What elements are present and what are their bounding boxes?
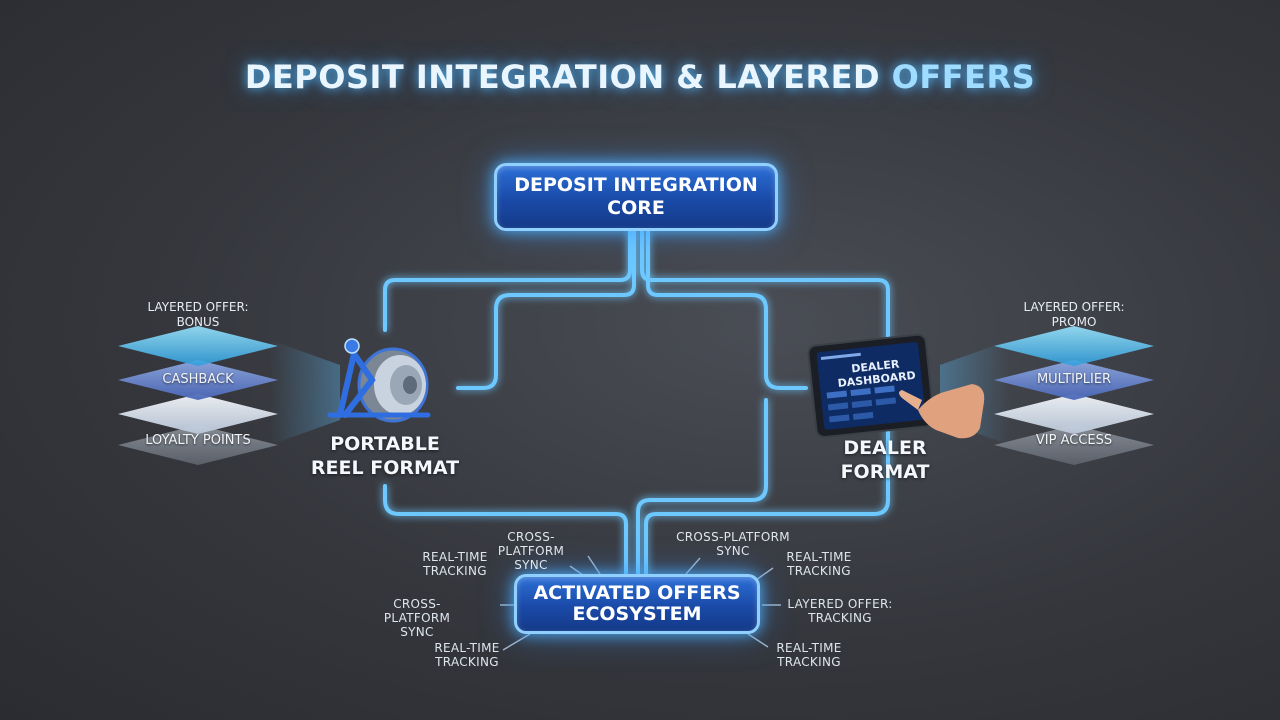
reel-icon bbox=[327, 338, 431, 423]
wire-dealer-eco bbox=[636, 398, 768, 576]
left-layered-offer-stack: LAYERED OFFER: BONUS CASHBACK LOYALTY PO… bbox=[113, 300, 283, 480]
spoke-line1: CROSS-PLATFORM bbox=[497, 530, 565, 558]
right-stack-head2: PROMO bbox=[1051, 315, 1097, 329]
wire-core-dealer bbox=[646, 230, 808, 390]
wire-core-left-outer bbox=[383, 230, 632, 332]
spoke-line2: TRACKING bbox=[423, 564, 487, 578]
spoke-lines bbox=[500, 555, 781, 651]
left-layer-loyalty-points: LOYALTY POINTS bbox=[145, 433, 251, 448]
page-title: DEPOSIT INTEGRATION & LAYERED OFFERS bbox=[0, 58, 1280, 96]
left-stack-heading: LAYERED OFFER: BONUS bbox=[113, 300, 283, 330]
spoke-label: LAYERED OFFER:TRACKING bbox=[780, 597, 900, 625]
right-stack-layers bbox=[994, 326, 1154, 465]
right-layer-vip-access: VIP ACCESS bbox=[1035, 433, 1113, 448]
eco-line2: ECOSYSTEM bbox=[572, 603, 702, 625]
left-stack-layers bbox=[118, 326, 278, 465]
left-format-line2: REEL FORMAT bbox=[310, 457, 460, 479]
left-stack-head2: BONUS bbox=[176, 315, 220, 329]
left-format-line1: PORTABLE bbox=[330, 433, 440, 455]
left-stack-head1: LAYERED OFFER: bbox=[147, 300, 249, 314]
left-layer-cashback: CASHBACK bbox=[162, 372, 234, 387]
spoke-line2: SYNC bbox=[400, 625, 434, 639]
right-format-line2: FORMAT bbox=[840, 461, 930, 483]
spoke-line2: TRACKING bbox=[435, 655, 499, 669]
activated-offers-ecosystem-node: ACTIVATED OFFERS ECOSYSTEM bbox=[514, 574, 760, 634]
spoke-line2: SYNC bbox=[514, 558, 548, 572]
spoke-line1: REAL-TIME bbox=[434, 641, 500, 655]
title-highlight: OFFERS bbox=[891, 58, 1036, 96]
right-stack-heading: LAYERED OFFER: PROMO bbox=[989, 300, 1159, 330]
spoke-line2: SYNC bbox=[716, 544, 750, 558]
wire-left-eco bbox=[383, 484, 628, 576]
spoke-line1: REAL-TIME bbox=[786, 550, 852, 564]
right-layer-multiplier: MULTIPLIER bbox=[1036, 372, 1112, 387]
deposit-integration-core-node: DEPOSIT INTEGRATION CORE bbox=[494, 163, 778, 231]
spoke-line2: TRACKING bbox=[777, 655, 841, 669]
right-layered-offer-stack: LAYERED OFFER: PROMO MULTIPLIER VIP ACCE… bbox=[989, 300, 1159, 480]
spoke-line2: TRACKING bbox=[787, 564, 851, 578]
title-text: DEPOSIT INTEGRATION & LAYERED bbox=[244, 58, 892, 96]
spoke-line1: CROSS-PLATFORM bbox=[676, 530, 790, 544]
core-line2: CORE bbox=[607, 197, 665, 219]
tablet-icon bbox=[807, 333, 985, 439]
spoke-line1: REAL-TIME bbox=[422, 550, 488, 564]
portable-reel-format-label: PORTABLE REEL FORMAT bbox=[300, 432, 470, 480]
spoke-line2: TRACKING bbox=[808, 611, 872, 625]
spoke-line1: REAL-TIME bbox=[776, 641, 842, 655]
right-format-line1: DEALER bbox=[843, 437, 927, 459]
wire-core-reel bbox=[456, 230, 636, 390]
spoke-line1: LAYERED OFFER: bbox=[787, 597, 893, 611]
eco-line1: ACTIVATED OFFERS bbox=[533, 582, 741, 604]
core-line1: DEPOSIT INTEGRATION bbox=[514, 174, 758, 196]
spoke-line1: CROSS-PLATFORM bbox=[383, 597, 451, 625]
right-stack-head1: LAYERED OFFER: bbox=[1023, 300, 1125, 314]
dealer-format-label: DEALER FORMAT bbox=[805, 436, 965, 484]
left-beam bbox=[270, 340, 340, 445]
